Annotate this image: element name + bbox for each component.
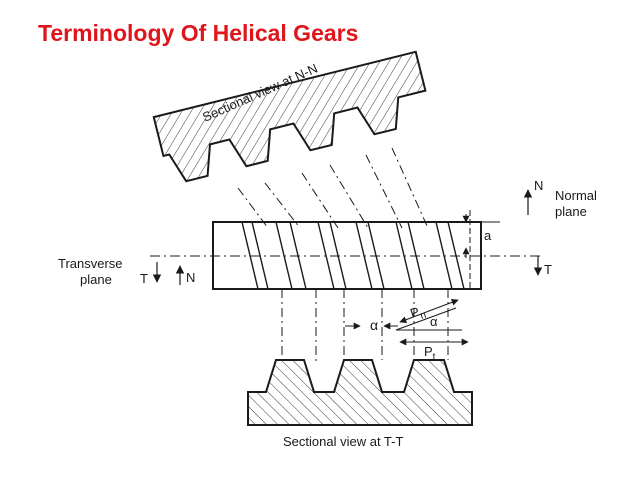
label-t-right: T — [544, 262, 552, 277]
normal-plane-label-1: Normal — [555, 188, 597, 203]
transverse-plane-label-1: Transverse — [58, 256, 123, 271]
upper-rack-section — [152, 50, 427, 183]
label-n-left: N — [186, 270, 195, 285]
label-a: a — [484, 228, 492, 243]
label-pn: Pn — [408, 302, 427, 324]
normal-plane-label-2: plane — [555, 204, 587, 219]
alpha-pitch-dimensions — [345, 298, 469, 346]
label-alpha-2: α — [430, 314, 438, 329]
label-pt: Pt — [424, 344, 436, 363]
label-alpha-1: α — [370, 317, 378, 333]
transverse-plane-label-2: plane — [80, 272, 112, 287]
dimension-a — [462, 214, 500, 258]
transverse-plane-arrows — [152, 262, 185, 285]
lower-projection-lines — [281, 289, 449, 365]
sectional-tt-label: Sectional view at T-T — [283, 434, 403, 449]
label-n-top: N — [534, 178, 543, 193]
lower-rack-section — [247, 359, 473, 426]
helical-gear-strip — [150, 210, 540, 290]
slide-title: Terminology Of Helical Gears — [38, 20, 359, 46]
label-t-left: T — [140, 271, 148, 286]
